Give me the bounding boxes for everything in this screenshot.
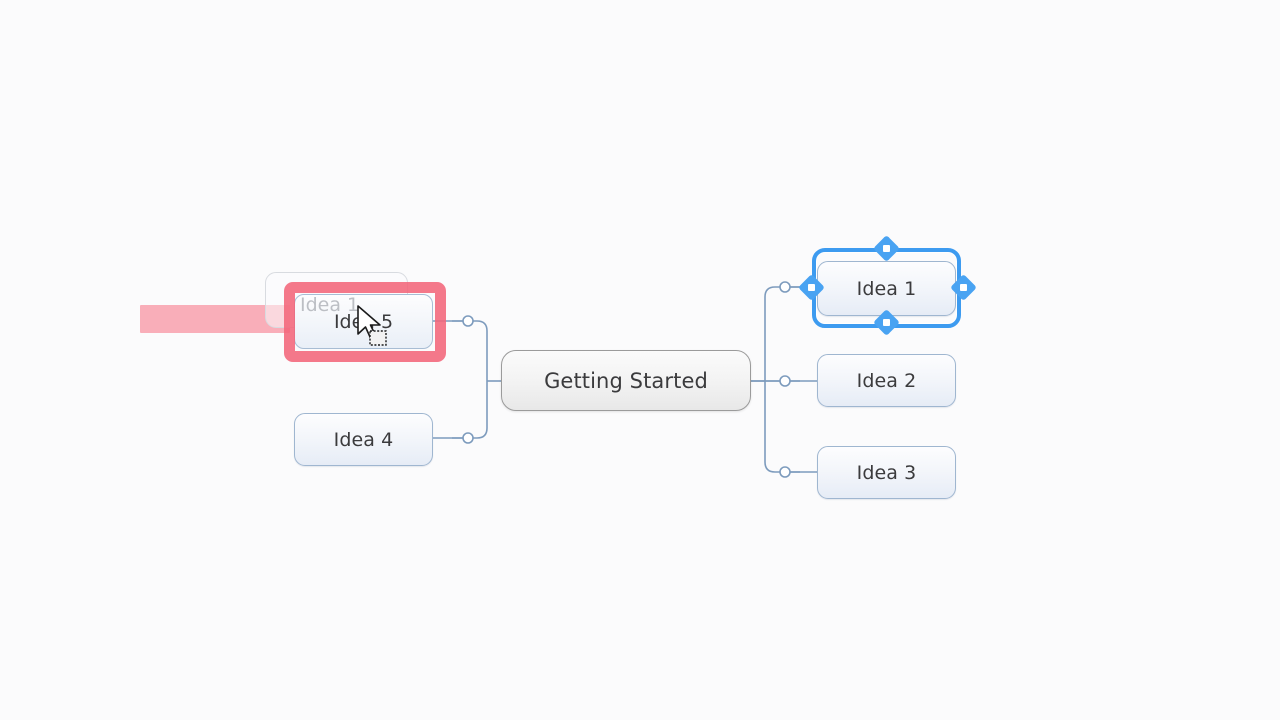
collapse-toggle-idea-1 (779, 281, 791, 293)
collapse-toggle-idea-3 (779, 466, 791, 478)
ghost-node-label: Idea 1 (300, 294, 360, 316)
collapse-toggle-idea-5 (462, 315, 474, 327)
connector-to-idea-4 (452, 381, 488, 439)
node-idea-1[interactable]: Idea 1 (817, 261, 956, 316)
collapse-toggle-idea-4 (462, 432, 474, 444)
connector-to-idea-1 (764, 286, 800, 381)
node-idea-1-label: Idea 1 (856, 277, 917, 300)
node-idea-4-label: Idea 4 (333, 428, 394, 451)
node-root-label: Getting Started (544, 368, 708, 393)
node-idea-3[interactable]: Idea 3 (817, 446, 956, 499)
connector-to-idea-3 (764, 381, 800, 473)
node-idea-2[interactable]: Idea 2 (817, 354, 956, 407)
node-idea-2-label: Idea 2 (856, 369, 917, 392)
node-idea-3-label: Idea 3 (856, 461, 917, 484)
node-idea-4[interactable]: Idea 4 (294, 413, 433, 466)
node-root[interactable]: Getting Started (501, 350, 751, 411)
drop-target-frame (284, 282, 446, 362)
connector-to-idea-5 (452, 320, 488, 381)
collapse-toggle-idea-2 (779, 375, 791, 387)
